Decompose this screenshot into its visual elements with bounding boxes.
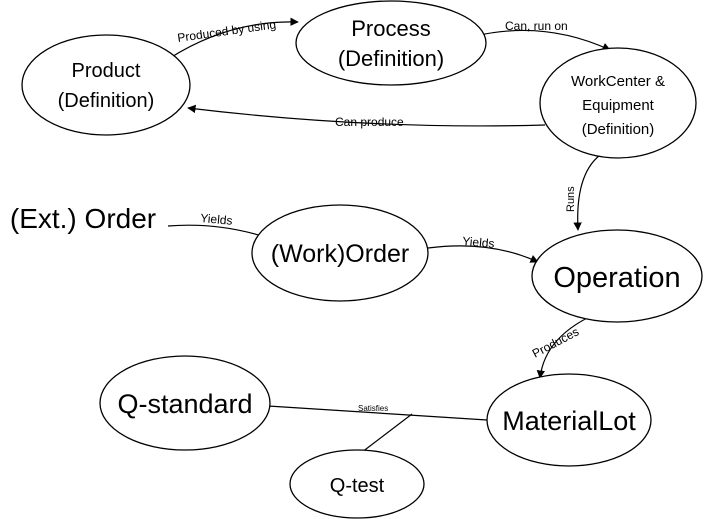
node-operation-label: Operation bbox=[553, 262, 680, 294]
node-work-order: (Work)Order bbox=[251, 204, 429, 302]
node-material-lot-label: MaterialLot bbox=[502, 406, 636, 436]
edge-can-run-on: Can, run on bbox=[474, 19, 611, 51]
node-process-line1: Process bbox=[351, 16, 430, 41]
node-workcenter-line3: (Definition) bbox=[582, 121, 655, 138]
edge-label-yields-2: Yields bbox=[462, 234, 495, 251]
edge-can-produce: Can produce bbox=[187, 104, 546, 129]
node-q-test: Q-test bbox=[289, 449, 425, 519]
node-process-definition: Process (Definition) bbox=[295, 0, 487, 86]
edge-label-yields-1: Yields bbox=[200, 211, 233, 228]
node-product-line2: (Definition) bbox=[58, 90, 155, 112]
node-q-test-label: Q-test bbox=[330, 475, 385, 497]
node-product-line1: Product bbox=[72, 60, 141, 82]
edge-label-can-produce: Can produce bbox=[335, 115, 404, 129]
edge-label-can-run-on: Can, run on bbox=[505, 19, 568, 33]
node-material-lot: MaterialLot bbox=[486, 373, 652, 467]
node-ext-order: (Ext.) Order bbox=[10, 203, 156, 234]
edge-yields-work-order: Yields bbox=[427, 234, 539, 263]
edge-yields-ext-order: Yields bbox=[167, 211, 269, 240]
node-workcenter-line2: Equipment bbox=[582, 97, 655, 114]
node-workcenter-equipment: WorkCenter & Equipment (Definition) bbox=[539, 47, 697, 159]
edge-produced-by-using: Produced by using bbox=[169, 17, 299, 59]
node-q-standard: Q-standard bbox=[99, 355, 271, 451]
node-product-definition: Product (Definition) bbox=[21, 34, 191, 136]
edge-label-runs: Runs bbox=[565, 186, 577, 212]
node-operation: Operation bbox=[531, 229, 703, 323]
node-q-standard-label: Q-standard bbox=[117, 389, 252, 419]
edge-label-satisfies: Satisfies bbox=[358, 404, 388, 413]
edge-label-produced-by-using: Produced by using bbox=[176, 17, 276, 45]
node-work-order-label: (Work)Order bbox=[271, 240, 409, 268]
node-workcenter-line1: WorkCenter & bbox=[571, 73, 665, 90]
node-ext-order-label: (Ext.) Order bbox=[10, 203, 156, 234]
node-process-line2: (Definition) bbox=[338, 46, 444, 71]
edge-runs: Runs bbox=[565, 154, 601, 231]
edge-produces: Produces bbox=[530, 311, 601, 379]
edge-label-produces: Produces bbox=[530, 324, 581, 360]
